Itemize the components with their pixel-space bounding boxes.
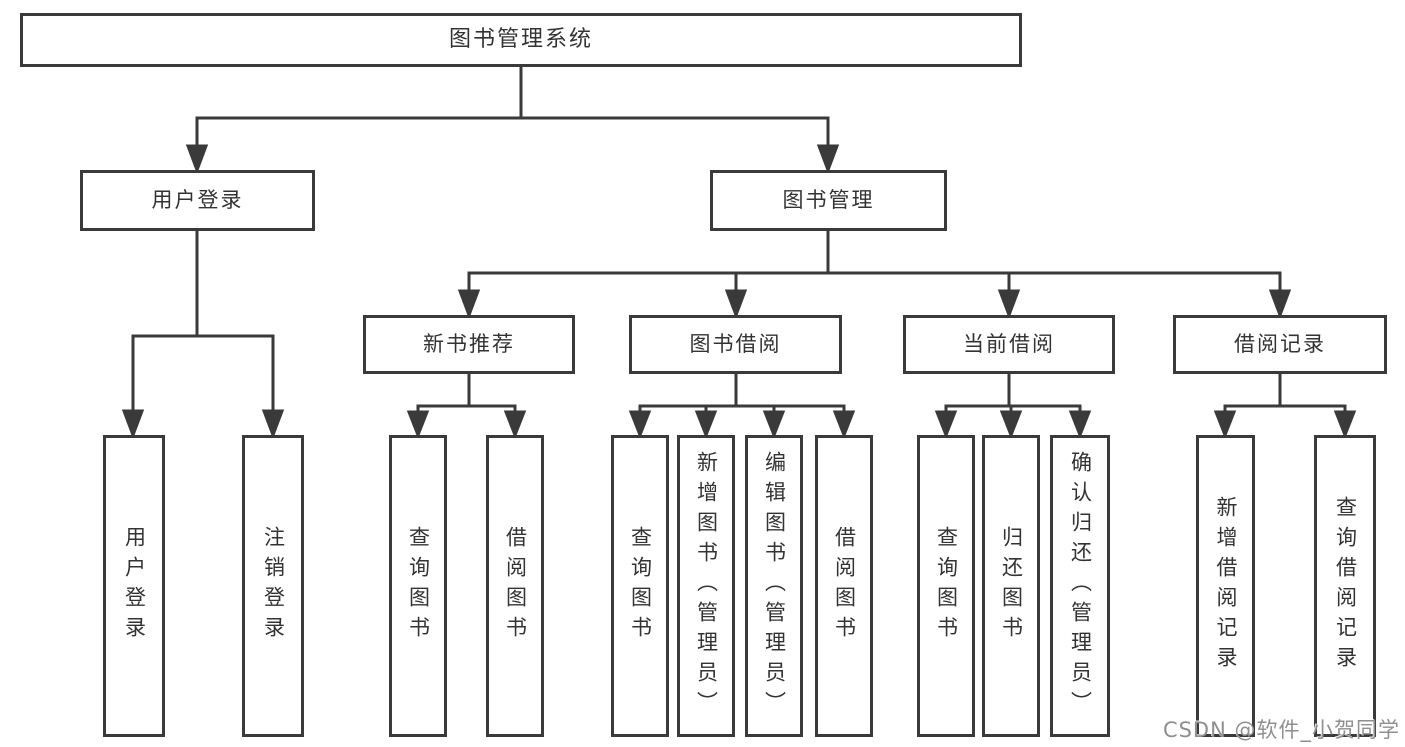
leaf-query-books-borrow: 查询图书 xyxy=(611,435,669,737)
node-library-management-system: 图书管理系统 xyxy=(20,13,1022,67)
node-label: 借阅图书 xyxy=(832,526,857,646)
node-current-borrowing: 当前借阅 xyxy=(903,315,1115,374)
node-label: 用户登录 xyxy=(122,526,147,646)
leaf-borrow-books-recommend: 借阅图书 xyxy=(486,435,544,737)
node-label: 借阅记录 xyxy=(1234,332,1326,356)
node-new-book-recommendation: 新书推荐 xyxy=(363,315,575,374)
node-label: 图书借阅 xyxy=(689,332,782,356)
node-label: 图书管理系统 xyxy=(448,27,593,52)
node-label: 确认归还（管理员） xyxy=(1068,451,1093,721)
leaf-query-borrow-record: 查询借阅记录 xyxy=(1314,435,1376,737)
node-label: 归还图书 xyxy=(999,526,1024,646)
leaf-borrow-books: 借阅图书 xyxy=(815,435,873,737)
node-label: 图书管理 xyxy=(782,188,875,212)
leaf-confirm-return-admin: 确认归还（管理员） xyxy=(1050,435,1110,737)
leaf-query-books-recommend: 查询图书 xyxy=(389,435,447,737)
node-label: 编辑图书（管理员） xyxy=(762,451,787,721)
node-label: 借阅图书 xyxy=(503,526,528,646)
node-label: 当前借阅 xyxy=(963,332,1055,356)
leaf-query-books-current: 查询图书 xyxy=(917,435,975,737)
node-label: 查询图书 xyxy=(628,526,653,646)
node-label: 查询图书 xyxy=(934,526,959,646)
leaf-return-books: 归还图书 xyxy=(982,435,1040,737)
node-label: 新增图书（管理员） xyxy=(694,451,719,721)
node-book-borrowing: 图书借阅 xyxy=(629,315,842,374)
node-label: 新书推荐 xyxy=(423,332,515,356)
leaf-add-borrow-record: 新增借阅记录 xyxy=(1196,435,1255,737)
leaf-add-books-admin: 新增图书（管理员） xyxy=(677,435,735,737)
leaf-edit-books-admin: 编辑图书（管理员） xyxy=(745,435,803,737)
node-label: 注销登录 xyxy=(261,526,286,646)
node-book-management: 图书管理 xyxy=(710,170,947,231)
node-borrowing-records: 借阅记录 xyxy=(1173,315,1387,374)
node-label: 新增借阅记录 xyxy=(1214,496,1238,676)
node-user-login: 用户登录 xyxy=(80,170,315,231)
node-label: 用户登录 xyxy=(151,188,244,212)
leaf-user-login: 用户登录 xyxy=(103,435,165,737)
leaf-logout: 注销登录 xyxy=(242,435,304,737)
node-label: 查询图书 xyxy=(406,526,431,646)
node-label: 查询借阅记录 xyxy=(1333,496,1358,676)
